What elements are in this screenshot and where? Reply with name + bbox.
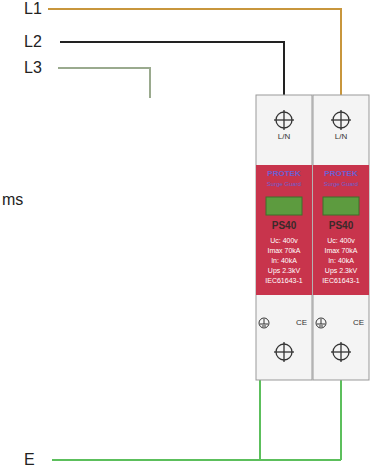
earth-wire — [52, 459, 341, 461]
brand-subtitle: Surge Guard — [267, 181, 301, 187]
model-name: PS40 — [272, 221, 296, 231]
surge-module — [256, 95, 312, 380]
spec-line: Ups 2.3kV — [268, 267, 300, 274]
terminal-label: L/N — [335, 133, 347, 141]
wire-label: E — [24, 452, 35, 468]
terminal-label: L/N — [278, 133, 290, 141]
brand-subtitle: Surge Guard — [324, 181, 358, 187]
spec-line: In: 40kA — [271, 257, 297, 264]
l3-wire — [58, 68, 150, 98]
spec-line: In: 40kA — [328, 257, 354, 264]
wire-label: L3 — [24, 60, 42, 76]
spec-line: Imax 70kA — [324, 247, 357, 254]
surge-module — [313, 95, 369, 380]
spec-line: Uc: 400v — [270, 237, 298, 244]
brand-name: PROTEK — [324, 170, 357, 178]
brand-name: PROTEK — [267, 170, 300, 178]
ce-mark: CE — [296, 319, 307, 327]
spec-line: IEC61643-1 — [265, 277, 302, 284]
surge-module: L/N PROTEK Surge GuardPS40Uc: 400vImax 70k… — [256, 95, 312, 380]
model-name: PS40 — [329, 221, 353, 231]
surge-module: L/N PROTEK Surge GuardPS40Uc: 400vImax 70k… — [313, 95, 369, 380]
l1-wire — [48, 9, 341, 95]
ce-mark: CE — [353, 319, 364, 327]
spec-line: Uc: 400v — [327, 237, 355, 244]
wire-label: ms — [2, 192, 23, 208]
earth-wire — [340, 380, 342, 460]
spec-line: Imax 70kA — [267, 247, 300, 254]
wire-label: L1 — [24, 1, 42, 17]
earth-wire — [259, 380, 261, 460]
spec-line: Ups 2.3kV — [325, 267, 357, 274]
wire-label: L2 — [24, 34, 42, 50]
spec-line: IEC61643-1 — [322, 277, 359, 284]
